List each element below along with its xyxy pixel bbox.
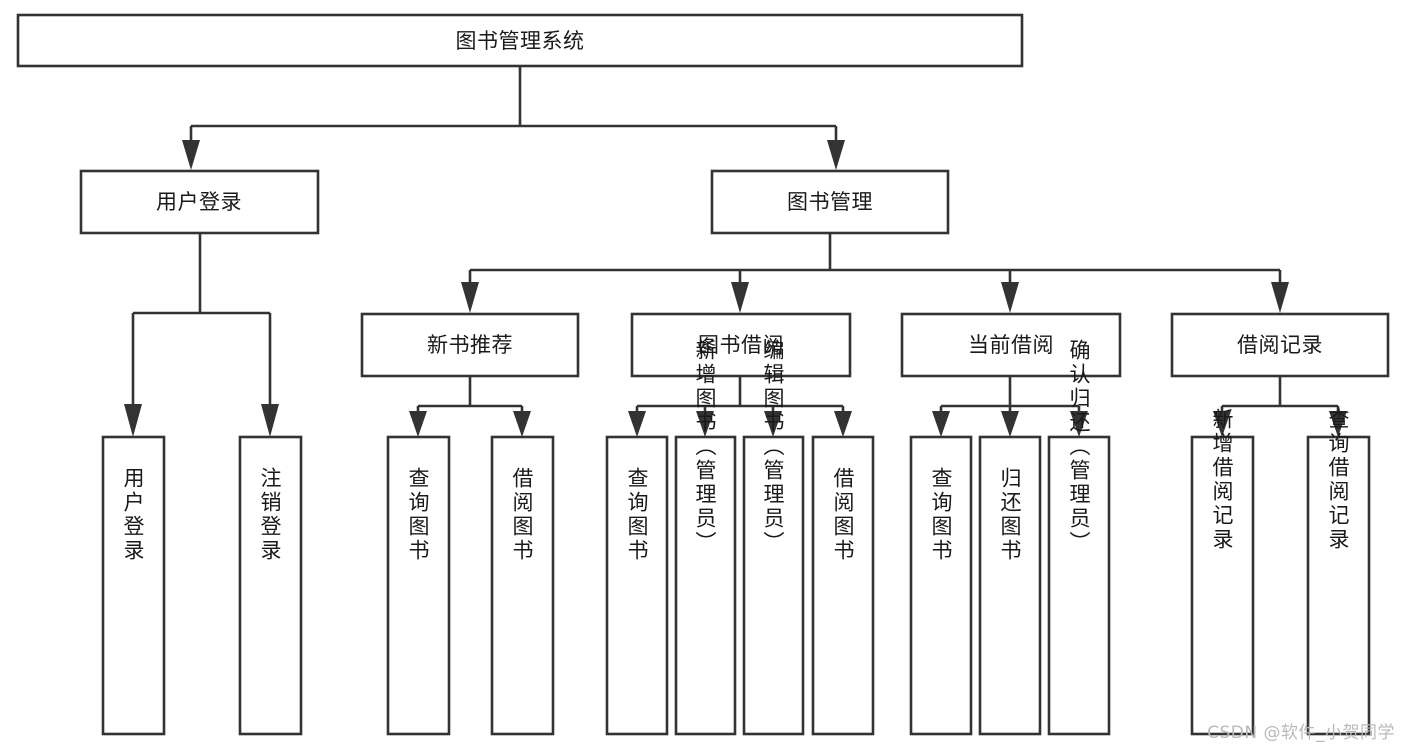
node-leaf-nb-query-book-label: 查询图书 [406, 467, 430, 563]
node-current-borrow[interactable]: 当前借阅 [900, 312, 1122, 378]
arrow-head-cb-return [1001, 411, 1019, 437]
node-user-login[interactable]: 用户登录 [79, 169, 320, 235]
arrow-head-leaf-user-login [124, 404, 142, 437]
node-leaf-bb-query-book-label: 查询图书 [625, 467, 649, 563]
node-leaf-bb-query-book[interactable]: 查询图书 [605, 435, 669, 736]
arrow-head-nb-query [409, 411, 427, 437]
node-new-book-recommend[interactable]: 新书推荐 [360, 312, 580, 378]
node-user-login-box[interactable] [79, 169, 320, 235]
node-leaf-nb-borrow-book-box[interactable] [490, 435, 555, 736]
node-book-management[interactable]: 图书管理 [710, 169, 950, 235]
connector-root-to-level2 [182, 66, 845, 170]
node-leaf-bb-add-book-admin[interactable]: 新增图书（管理员） [674, 339, 737, 736]
node-leaf-nb-query-book-box[interactable] [386, 435, 451, 736]
arrow-head-bb-edit [764, 411, 782, 437]
arrow-head-br-query [1329, 411, 1347, 437]
arrow-head-cb-query [932, 411, 950, 437]
arrow-head-bb-borrow [834, 411, 852, 437]
node-leaf-cb-query-book-label: 查询图书 [929, 467, 953, 563]
node-book-borrow[interactable]: 图书借阅 [630, 312, 852, 378]
node-leaf-bb-borrow-book[interactable]: 借阅图书 [811, 435, 875, 736]
node-borrow-record-box[interactable] [1170, 312, 1390, 378]
node-leaf-bb-add-book-admin-box[interactable] [674, 435, 737, 736]
node-root-label: 图书管理系统 [456, 29, 585, 53]
node-leaf-nb-query-book[interactable]: 查询图书 [386, 435, 451, 736]
connector-borrow-record-to-leaves [1213, 376, 1347, 437]
node-user-login-label: 用户登录 [156, 190, 242, 214]
arrow-head-bb-query [628, 411, 646, 437]
node-leaf-bb-edit-book-admin-box[interactable] [742, 435, 805, 736]
node-leaf-br-add-record[interactable]: 新增借阅记录 [1190, 408, 1255, 736]
connector-new-book-to-leaves [409, 376, 531, 437]
arrow-head-book-borrow [731, 282, 749, 313]
node-current-borrow-label: 当前借阅 [968, 333, 1054, 357]
node-leaf-cb-query-book-box[interactable] [909, 435, 973, 736]
node-book-management-box[interactable] [710, 169, 950, 235]
node-leaf-cb-return-book[interactable]: 归还图书 [978, 435, 1042, 736]
node-leaf-bb-edit-book-admin-label: 编辑图书（管理员） [761, 339, 785, 555]
arrow-head-leaf-logout [261, 404, 279, 437]
node-leaf-cb-confirm-return-admin[interactable]: 确认归还（管理员） [1047, 339, 1111, 736]
node-leaf-logout[interactable]: 注销登录 [238, 435, 303, 736]
node-leaf-user-login[interactable]: 用户登录 [101, 435, 166, 736]
node-leaf-br-add-record-label: 新增借阅记录 [1210, 408, 1234, 552]
arrow-head-bb-add [696, 411, 714, 437]
connector-book-borrow-to-leaves [628, 376, 852, 437]
node-leaf-bb-borrow-book-box[interactable] [811, 435, 875, 736]
node-leaf-cb-confirm-return-admin-label: 确认归还（管理员） [1067, 339, 1091, 555]
node-leaf-bb-borrow-book-label: 借阅图书 [831, 467, 855, 563]
node-new-book-recommend-box[interactable] [360, 312, 580, 378]
arrow-head-new-book [461, 282, 479, 313]
node-new-book-recommend-label: 新书推荐 [427, 333, 513, 357]
connector-book-mgmt-to-level3 [461, 233, 1289, 313]
arrow-head-nb-borrow [513, 411, 531, 437]
node-leaf-cb-query-book[interactable]: 查询图书 [909, 435, 973, 736]
arrow-head-book-mgmt [827, 140, 845, 170]
node-leaf-bb-query-book-box[interactable] [605, 435, 669, 736]
node-leaf-nb-borrow-book-label: 借阅图书 [510, 467, 534, 563]
node-borrow-record-label: 借阅记录 [1237, 333, 1323, 357]
connector-user-login-to-leaves [124, 233, 279, 437]
node-current-borrow-box[interactable] [900, 312, 1122, 378]
node-leaf-user-login-box[interactable] [101, 435, 166, 736]
arrow-head-br-add [1213, 411, 1231, 437]
csdn-watermark: CSDN @软件_小贺同学 [1207, 723, 1395, 743]
arrow-head-cb-confirm [1070, 411, 1088, 437]
node-leaf-cb-return-book-label: 归还图书 [998, 467, 1022, 563]
node-leaf-br-add-record-box[interactable] [1190, 435, 1255, 736]
node-book-borrow-box[interactable] [630, 312, 852, 378]
node-borrow-record[interactable]: 借阅记录 [1170, 312, 1390, 378]
node-leaf-cb-return-book-box[interactable] [978, 435, 1042, 736]
node-root-book-management-system[interactable]: 图书管理系统 [16, 13, 1024, 68]
node-leaf-user-login-label: 用户登录 [121, 467, 145, 563]
node-leaf-logout-box[interactable] [238, 435, 303, 736]
node-leaf-bb-edit-book-admin[interactable]: 编辑图书（管理员） [742, 339, 805, 736]
node-book-management-label: 图书管理 [787, 190, 873, 214]
node-leaf-br-query-record-box[interactable] [1306, 435, 1371, 736]
node-root-box[interactable] [16, 13, 1024, 68]
arrow-head-user-login [182, 140, 200, 170]
node-leaf-nb-borrow-book[interactable]: 借阅图书 [490, 435, 555, 736]
arrow-head-current-borrow [1001, 282, 1019, 313]
node-leaf-bb-add-book-admin-label: 新增图书（管理员） [693, 339, 717, 555]
node-book-borrow-label: 图书借阅 [698, 333, 784, 357]
arrow-head-borrow-record [1271, 282, 1289, 313]
node-leaf-logout-label: 注销登录 [258, 467, 282, 563]
node-leaf-br-query-record[interactable]: 查询借阅记录 [1306, 408, 1371, 736]
node-leaf-cb-confirm-return-admin-box[interactable] [1047, 435, 1111, 736]
connector-current-borrow-to-leaves [932, 376, 1088, 437]
node-leaf-br-query-record-label: 查询借阅记录 [1326, 408, 1350, 552]
